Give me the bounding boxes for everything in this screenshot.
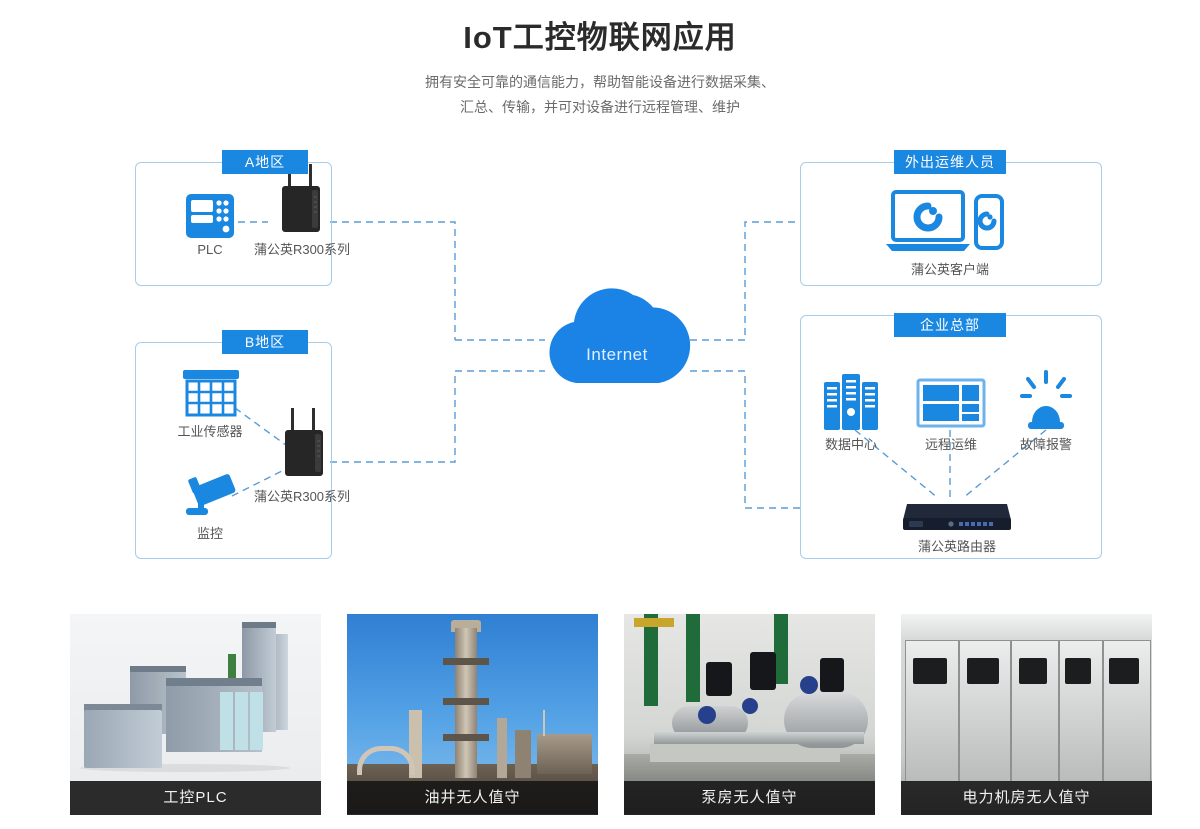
cctv-camera-icon <box>186 474 236 515</box>
node-label-router-b: 蒲公英R300系列 <box>253 489 351 504</box>
scenario-card-power-room[interactable]: 电力机房无人值守 <box>901 614 1152 815</box>
node-remote-ops: 远程运维 <box>911 433 991 453</box>
fault-alarm-icon <box>1020 370 1072 429</box>
plc-icon <box>186 194 234 238</box>
node-label-remote-ops: 远程运维 <box>924 437 977 452</box>
node-camera: 监控 <box>170 522 250 542</box>
zone-area-a <box>135 162 332 286</box>
page-subtitle: 拥有安全可靠的通信能力，帮助智能设备进行数据采集、 汇总、传输，并可对设备进行远… <box>390 70 810 119</box>
node-label-data-center: 数据中心 <box>824 437 877 452</box>
internet-cloud-label: Internet <box>586 345 648 364</box>
node-label-rack-router: 蒲公英路由器 <box>917 539 996 554</box>
industrial-sensor-icon <box>183 370 239 417</box>
zone-title-area-b: B地区 <box>222 330 308 354</box>
page-title: IoT工控物联网应用 <box>463 20 737 55</box>
router-box-icon-a <box>282 164 320 232</box>
page-subtitle-line1: 拥有安全可靠的通信能力，帮助智能设备进行数据采集、 <box>425 74 775 91</box>
node-rack-router: 蒲公英路由器 <box>897 535 1017 555</box>
node-label-plc: PLC <box>197 242 223 257</box>
scenario-caption-oil-well: 油井无人值守 <box>347 781 598 815</box>
diagram-vectors <box>183 164 1072 530</box>
node-sensor: 工业传感器 <box>160 420 260 440</box>
router-box-icon-b <box>285 408 323 476</box>
link-area-a-to-internet <box>330 221 456 340</box>
network-topology-diagram: A地区 B地区 外出运维人员 企业总部 Internet PLC 蒲公英R300… <box>0 130 1200 590</box>
node-client: 蒲公英客户端 <box>890 258 1010 278</box>
node-data-center: 数据中心 <box>811 433 891 453</box>
scenario-card-pump-room[interactable]: 泵房无人值守 <box>624 614 875 815</box>
node-label-client: 蒲公英客户端 <box>910 262 989 277</box>
scenario-caption-pump-room: 泵房无人值守 <box>624 781 875 815</box>
scenario-caption-plc: 工控PLC <box>70 781 321 815</box>
link-alarm-to-rack <box>962 429 1047 499</box>
zone-title-field-staff: 外出运维人员 <box>894 150 1006 174</box>
data-center-icon <box>824 374 878 430</box>
link-area-b-to-internet <box>330 371 456 463</box>
remote-ops-icon <box>916 378 986 428</box>
zone-title-headquarters: 企业总部 <box>894 313 1006 337</box>
connector-lines <box>231 221 1047 509</box>
node-plc: PLC <box>170 238 250 258</box>
laptop-phone-client-icon <box>886 190 1004 251</box>
node-label-fault-alarm: 故障报警 <box>1019 437 1072 452</box>
rack-router-icon <box>903 504 1011 530</box>
node-router-a: 蒲公英R300系列 <box>242 238 362 258</box>
application-scenario-cards: 工控PLC 油井无人值守 泵房无人值守 <box>0 614 1200 820</box>
node-router-b: 蒲公英R300系列 <box>240 485 364 505</box>
link-internet-to-field-staff <box>690 221 800 341</box>
page-header: IoT工控物联网应用 拥有安全可靠的通信能力，帮助智能设备进行数据采集、 汇总、… <box>0 0 1200 119</box>
node-label-camera: 监控 <box>196 526 223 541</box>
page-subtitle-line2: 汇总、传输，并可对设备进行远程管理、维护 <box>460 98 740 115</box>
link-internet-to-headquarters <box>690 370 800 509</box>
link-camera-to-router <box>231 467 289 497</box>
internet-cloud-icon <box>549 288 691 383</box>
scenario-card-plc[interactable]: 工控PLC <box>70 614 321 815</box>
link-datacenter-to-rack <box>854 429 939 499</box>
zone-title-area-a: A地区 <box>222 150 308 174</box>
scenario-card-oil-well[interactable]: 油井无人值守 <box>347 614 598 815</box>
node-label-sensor: 工业传感器 <box>177 424 243 439</box>
scenario-caption-power-room: 电力机房无人值守 <box>901 781 1152 815</box>
node-fault-alarm: 故障报警 <box>1006 433 1086 453</box>
node-label-router-a: 蒲公英R300系列 <box>253 242 351 257</box>
